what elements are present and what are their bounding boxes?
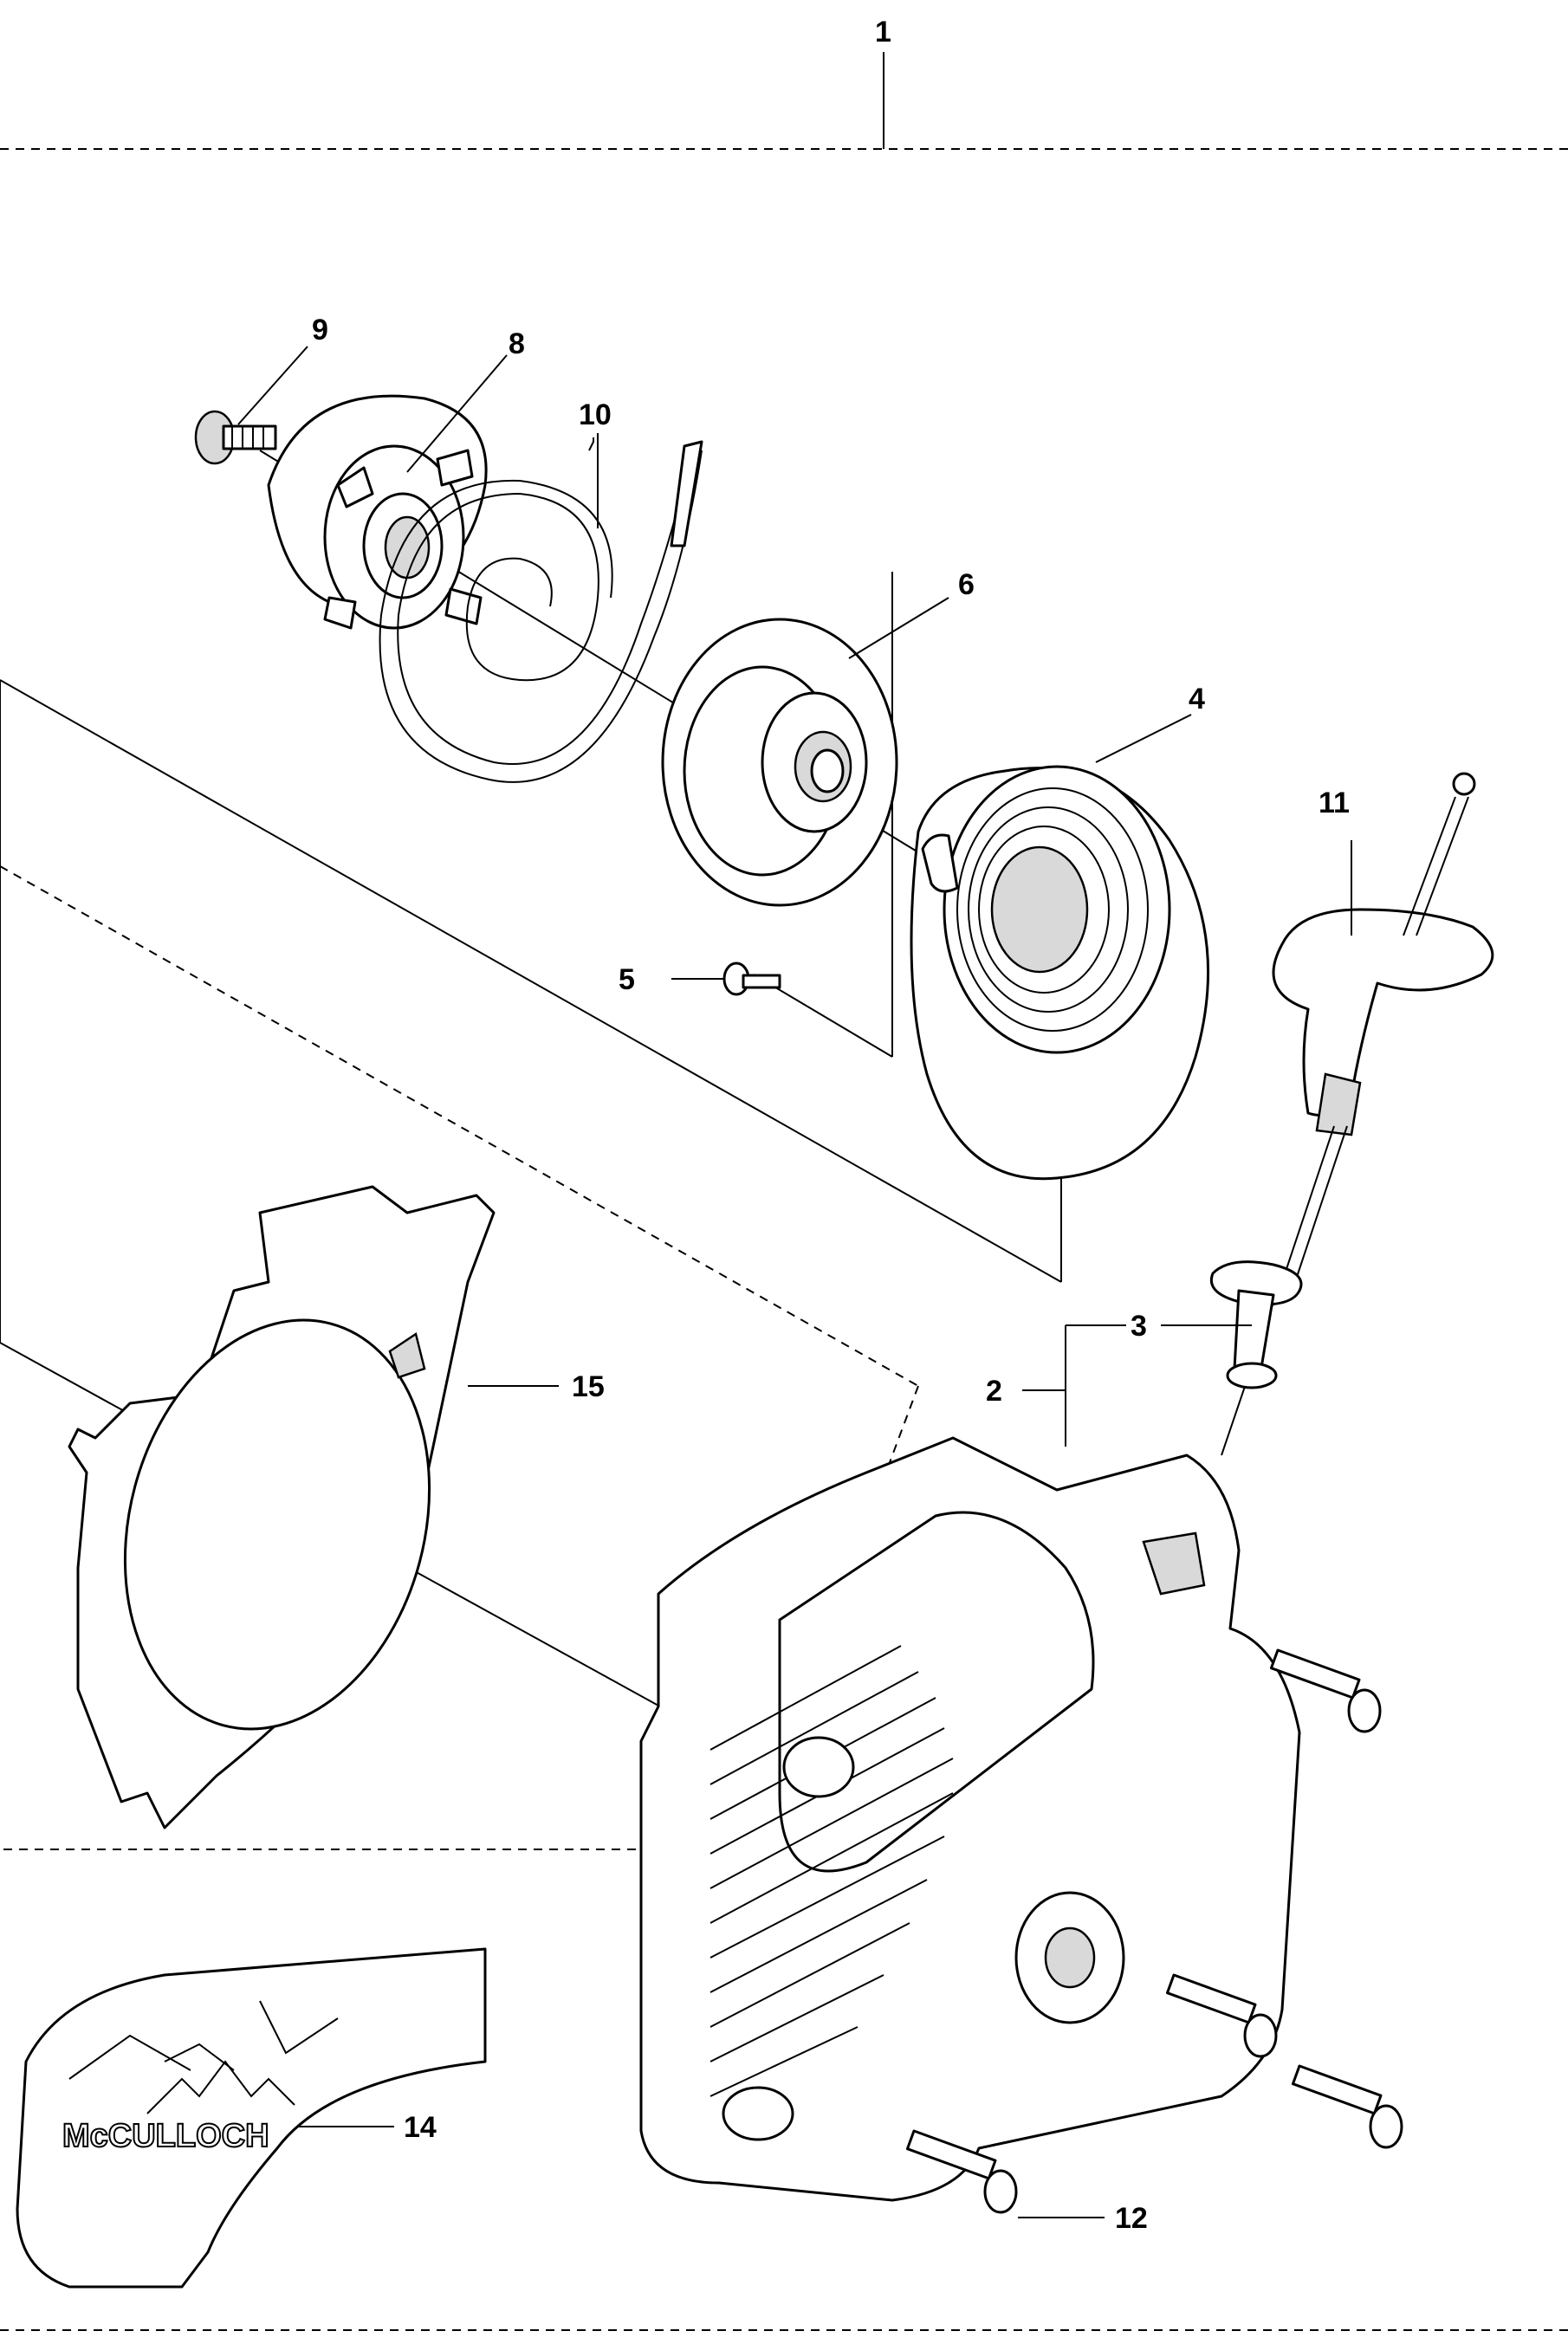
callout-15: 15 xyxy=(572,1370,605,1403)
screw-c xyxy=(1291,2064,1403,2149)
part-5-screw xyxy=(671,962,781,996)
part-3-rope-guide xyxy=(1210,1260,1303,1389)
part-8-pulley-hub xyxy=(267,394,488,630)
callout-5: 5 xyxy=(619,963,635,996)
mcculloch-logo-text: McCULLOCH xyxy=(62,2118,269,2154)
callout-2: 2 xyxy=(986,1375,1002,1408)
part-15-air-guide xyxy=(68,1185,496,1829)
callout-14: 14 xyxy=(404,2111,437,2144)
callout-6: 6 xyxy=(958,568,975,601)
callout-8: 8 xyxy=(509,327,525,360)
callout-12: 12 xyxy=(1115,2202,1148,2235)
callout-4: 4 xyxy=(1189,683,1205,716)
part-10-recoil-spring xyxy=(379,440,703,783)
callout-3: 3 xyxy=(1131,1310,1147,1343)
part-14-decal: McCULLOCH xyxy=(16,1947,487,2289)
leader-6 xyxy=(848,597,949,659)
mcculloch-logo: McCULLOCH xyxy=(62,2060,295,2155)
assembly-boundary xyxy=(0,52,1568,2331)
leader-lines xyxy=(237,346,1352,2218)
leader-8 xyxy=(406,354,508,473)
part-2-starter-housing xyxy=(639,1436,1301,2202)
screw-b xyxy=(1165,1973,1278,2058)
callout-1: 1 xyxy=(875,16,891,49)
screw-a xyxy=(1269,1648,1382,1733)
part-11-starter-handle xyxy=(1221,772,1494,1456)
part-12-screws xyxy=(905,1648,1403,2214)
leader-10-a xyxy=(588,437,594,451)
leader-4 xyxy=(1095,714,1192,763)
part-4-spring-cassette xyxy=(910,765,1210,1181)
housing-vent-slats xyxy=(709,1645,954,2097)
callout-9: 9 xyxy=(312,314,328,346)
part-6-starter-pulley xyxy=(661,618,898,907)
screw-d xyxy=(905,2129,1018,2214)
part-9-screw xyxy=(194,410,277,465)
callout-11: 11 xyxy=(1319,787,1350,819)
leader-9 xyxy=(237,346,308,425)
callout-labels: 1 2 3 4 5 6 8 9 10 11 12 14 15 xyxy=(312,16,1350,2235)
callout-10: 10 xyxy=(579,398,612,431)
